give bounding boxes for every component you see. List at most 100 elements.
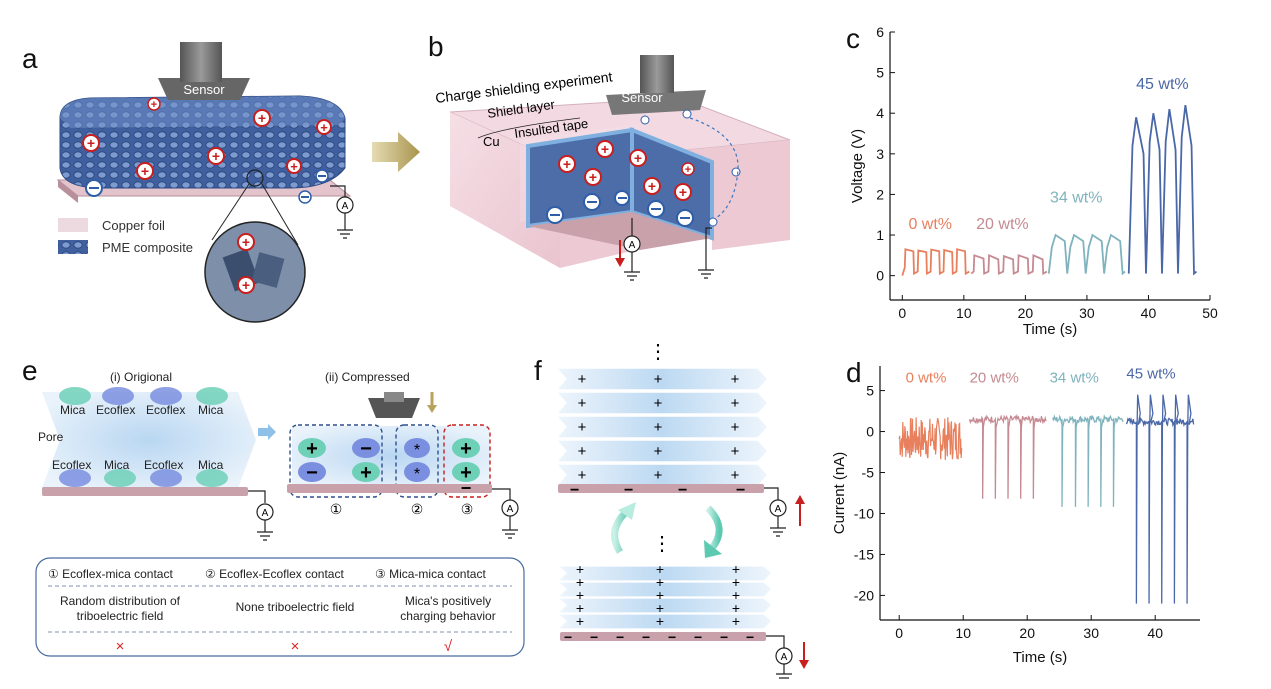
table-desc-1-line1: Random distribution of <box>60 594 181 608</box>
svg-text:+: + <box>290 159 298 174</box>
y-axis-title-d: Current (nA) <box>831 452 848 535</box>
minus-charges-b <box>546 109 741 227</box>
series-line-c-0 <box>901 248 970 276</box>
cycle-arrow-left <box>611 507 631 554</box>
svg-text:−: − <box>616 629 624 645</box>
legend-pme-swatch <box>58 240 88 254</box>
bottom-ecoflex-1: Ecoflex <box>52 458 91 472</box>
svg-text:+: + <box>306 438 318 460</box>
legend-copper-swatch <box>58 218 88 232</box>
svg-text:*: * <box>414 466 420 483</box>
cutaway-left <box>526 127 634 229</box>
plus-sign-f: + <box>731 443 740 460</box>
table-desc-2: None triboelectric field <box>236 600 355 614</box>
svg-text:−: − <box>590 629 598 645</box>
svg-text:+: + <box>601 141 609 157</box>
svg-text:−: − <box>720 629 728 645</box>
top-ecoflex-2: Ecoflex <box>146 403 185 417</box>
annotation-d-1: 20 wt% <box>970 369 1019 386</box>
top-ecoflex-1: Ecoflex <box>96 403 135 417</box>
y-tick-label-c: 5 <box>876 65 884 81</box>
svg-text:+: + <box>563 156 571 172</box>
ellipsis-top: ⋮ <box>648 341 668 363</box>
sensor-base <box>158 78 250 100</box>
y-tick-label-d: -15 <box>854 546 874 562</box>
panel-letter-a: a <box>22 43 38 74</box>
top-mica-2: Mica <box>198 403 224 417</box>
sensor-label-a: Sensor <box>183 82 225 97</box>
svg-text:−: − <box>668 629 676 645</box>
cycle-arrow-right <box>705 505 723 551</box>
series-line-c-3 <box>1127 104 1198 276</box>
circled-1: ① <box>330 501 343 517</box>
annotation-d-3: 45 wt% <box>1126 365 1175 382</box>
annotation-c-3: 45 wt% <box>1136 76 1188 93</box>
y-tick-label-d: 0 <box>866 424 874 440</box>
x-tick-label-d: 0 <box>895 625 903 641</box>
plus-sign-f-bottom: + <box>656 561 664 577</box>
film-band-bottom <box>556 581 773 598</box>
plus-sign-f-bottom: + <box>656 574 664 590</box>
table-header-1: ① Ecoflex-mica contact <box>48 567 173 581</box>
minus-row-f2: −−−−−−−− <box>564 629 754 645</box>
plus-sign-f-bottom: + <box>576 613 584 629</box>
svg-text:+: + <box>320 120 328 135</box>
film-band-bottom <box>556 565 773 582</box>
x-axis-title-c: Time (s) <box>1023 321 1077 338</box>
panel-e: e (i) Origional Mica Ecoflex Ecoflex Mic… <box>22 355 525 657</box>
ground-a <box>337 213 353 239</box>
box-contact-2 <box>395 424 439 498</box>
bottom-mica-2: Mica <box>198 458 224 472</box>
svg-text:+: + <box>460 438 472 460</box>
ammeter-e2-label: A <box>507 504 514 515</box>
plus-sign-f-bottom: + <box>656 600 664 616</box>
plus-sign-f-bottom: + <box>576 574 584 590</box>
film-band-bottom <box>556 613 773 630</box>
circled-2: ② <box>411 501 424 517</box>
plus-sign-f: + <box>578 467 587 484</box>
y-tick-label-c: 3 <box>876 146 884 162</box>
annotation-d-0: 0 wt% <box>906 369 947 386</box>
sensor-rod-b <box>640 55 674 93</box>
plus-sign-f: + <box>578 371 587 388</box>
minus-charges-a <box>85 169 329 204</box>
svg-text:−: − <box>306 462 318 484</box>
svg-text:+: + <box>151 99 157 111</box>
plus-sign-f-bottom: + <box>576 587 584 603</box>
film-band-top <box>554 391 770 415</box>
film-band-top <box>554 439 770 463</box>
x-tick-label-d: 20 <box>1019 625 1035 641</box>
y-tick-label-c: 0 <box>876 268 884 284</box>
bottom-mica-1: Mica <box>104 458 130 472</box>
legend-pme-composite: PME composite <box>102 240 193 255</box>
top-mica-1: Mica <box>60 403 86 417</box>
svg-text:*: * <box>414 442 420 459</box>
plus-sign-f: + <box>731 395 740 412</box>
svg-text:+: + <box>242 277 250 293</box>
sensor-label-b: Sensor <box>621 90 663 105</box>
x-tick-label-d: 30 <box>1083 625 1099 641</box>
plus-sign-f-bottom: + <box>732 561 740 577</box>
table-header-2: ② Ecoflex-Ecoflex contact <box>205 567 344 581</box>
copper-bar-e1 <box>42 487 248 496</box>
svg-text:−: − <box>461 478 472 498</box>
table-mark-1: × <box>116 638 125 655</box>
svg-text:−: − <box>736 482 745 499</box>
pore-cell <box>42 392 256 488</box>
svg-text:−: − <box>360 438 372 460</box>
svg-text:−: − <box>694 629 702 645</box>
plus-sign-f: + <box>654 467 663 484</box>
charge-path-dashed <box>689 117 739 219</box>
x-tick-label-c: 50 <box>1202 305 1218 321</box>
plus-charges-b: + + + + + + + <box>558 140 695 201</box>
plus-sign-f-bottom: + <box>732 587 740 603</box>
annotation-c-1: 20 wt% <box>976 216 1028 233</box>
svg-text:+: + <box>648 178 656 194</box>
plus-sign-f: + <box>578 419 587 436</box>
down-arrow-f <box>799 660 809 669</box>
y-tick-label-c: 4 <box>876 105 884 121</box>
x-tick-label-c: 40 <box>1141 305 1157 321</box>
plus-sign-f: + <box>578 395 587 412</box>
